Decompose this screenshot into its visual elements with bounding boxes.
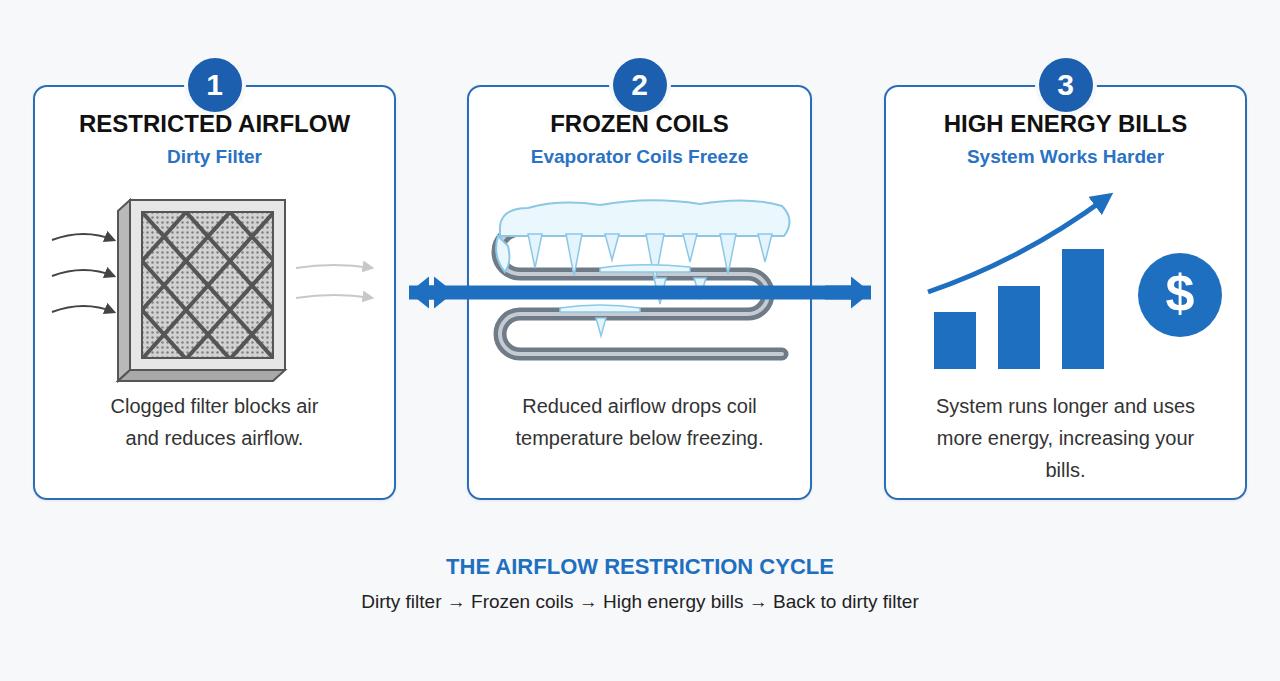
step-number: 2 [613, 58, 667, 112]
filter-mesh [142, 212, 273, 358]
icicle [654, 278, 666, 304]
airflow-in-arrow [52, 234, 114, 240]
flow-arrow-shape [409, 277, 454, 309]
step-title: RESTRICTED AIRFLOW [35, 109, 394, 139]
airflow-out-arrow [296, 295, 372, 298]
step-description: Clogged filter blocks air and reduces ai… [95, 390, 335, 454]
icicle [694, 278, 706, 298]
air-filter-illustration [52, 200, 372, 381]
ice-layer [560, 305, 640, 312]
coil-highlight [498, 230, 782, 354]
flow-arrow-shape [825, 277, 871, 309]
icicle [646, 234, 664, 282]
step-box: 1RESTRICTED AIRFLOWDirty FilterClogged f… [33, 85, 396, 500]
filter-frame [130, 200, 285, 370]
flow-arrow [825, 277, 871, 309]
step-subtitle: Dirty Filter [35, 145, 394, 169]
step-title: FROZEN COILS [469, 109, 810, 139]
coil-tube [498, 230, 782, 354]
step-subtitle: System Works Harder [886, 145, 1245, 169]
step-title: HIGH ENERGY BILLS [886, 109, 1245, 139]
flow-arrow-shape [409, 277, 871, 309]
icicle [605, 234, 619, 260]
icicle [720, 234, 736, 274]
airflow-out-arrow [296, 265, 372, 268]
step-box: 3HIGH ENERGY BILLSSystem Works HarderSys… [884, 85, 1247, 500]
ice-layer [496, 236, 509, 272]
step-description: System runs longer and uses more energy,… [935, 390, 1197, 486]
cycle-sequence: Dirty filter → Frozen coils → High energ… [361, 590, 919, 614]
step-description: Reduced airflow drops coil temperature b… [509, 390, 771, 454]
icicle [758, 234, 772, 262]
flow-arrow [409, 277, 871, 309]
ice-layer [500, 200, 790, 236]
chart-bar [998, 286, 1040, 369]
step-box: 2FROZEN COILSEvaporator Coils FreezeRedu… [467, 85, 812, 500]
icicle [596, 318, 606, 336]
airflow-in-arrow [52, 270, 114, 276]
frozen-coil-illustration [496, 200, 789, 354]
ice-layer [600, 265, 690, 272]
flow-arrow [409, 277, 454, 309]
energy-bill-illustration [928, 198, 1222, 369]
trend-arrow [928, 198, 1106, 292]
step-number: 3 [1039, 58, 1093, 112]
icicle [683, 234, 697, 262]
filter-bottom [118, 370, 285, 381]
airflow-in-arrow [52, 306, 114, 312]
icicle [528, 234, 542, 268]
filter-lattice [142, 212, 273, 358]
chart-bar [1062, 249, 1104, 369]
filter-side [118, 200, 130, 381]
dollar-badge [1138, 253, 1222, 337]
icicle [566, 234, 582, 276]
step-subtitle: Evaporator Coils Freeze [469, 145, 810, 169]
step-number: 1 [188, 58, 242, 112]
cycle-title: THE AIRFLOW RESTRICTION CYCLE [446, 553, 834, 581]
chart-bar [934, 312, 976, 369]
